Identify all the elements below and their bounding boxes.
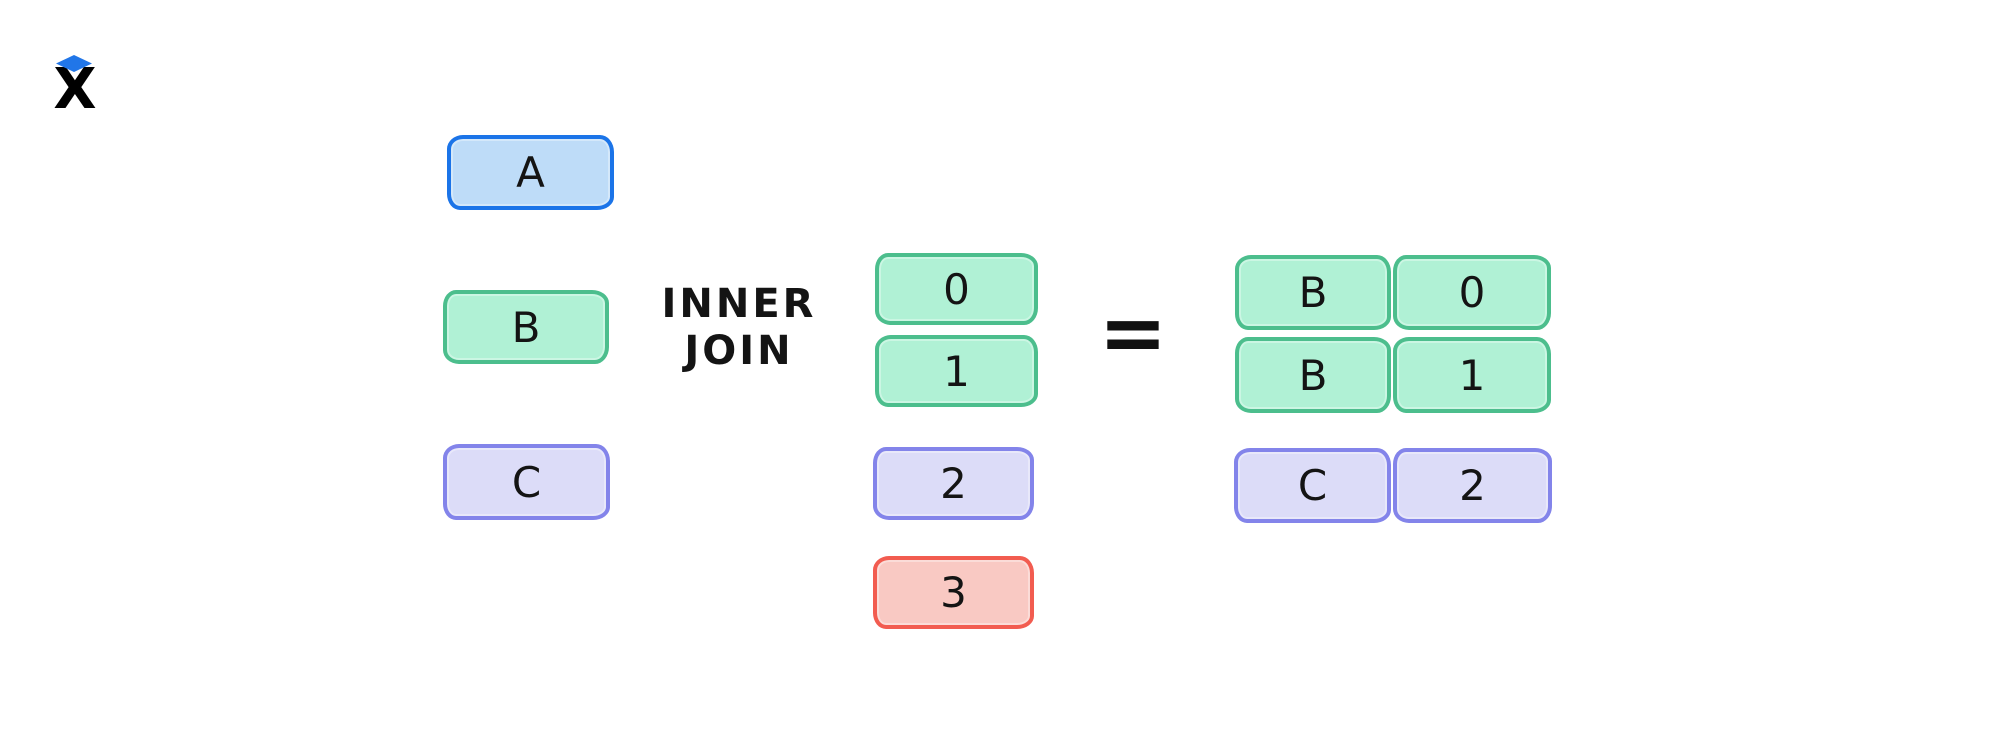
- operator-label-line2: JOIN: [684, 328, 794, 374]
- blue-diamond-icon: [56, 55, 92, 72]
- result-row-0-key-cell: B: [1235, 255, 1391, 330]
- right-table-row-3: 3: [873, 556, 1034, 629]
- result-row-1-key-cell: B: [1235, 337, 1391, 413]
- left-table-row-c: C: [443, 444, 610, 520]
- result-row-1-value-cell: 1: [1393, 337, 1551, 413]
- operator-label-line1: INNER: [661, 281, 817, 327]
- logo-letter: X: [53, 57, 96, 122]
- result-row-2-key-cell: C: [1234, 448, 1391, 523]
- right-table-row-0: 0: [875, 253, 1038, 325]
- app-logo: X: [52, 55, 97, 122]
- result-row-2-value-cell: 2: [1393, 448, 1552, 523]
- result-row-0-value-cell: 0: [1393, 255, 1551, 330]
- left-table-row-a: A: [447, 135, 614, 210]
- left-table-row-b: B: [443, 290, 609, 364]
- right-table-row-1: 1: [875, 335, 1038, 407]
- operator-label: INNER JOIN: [649, 281, 829, 375]
- equals-sign: =: [1098, 285, 1168, 381]
- right-table-row-2: 2: [873, 447, 1034, 520]
